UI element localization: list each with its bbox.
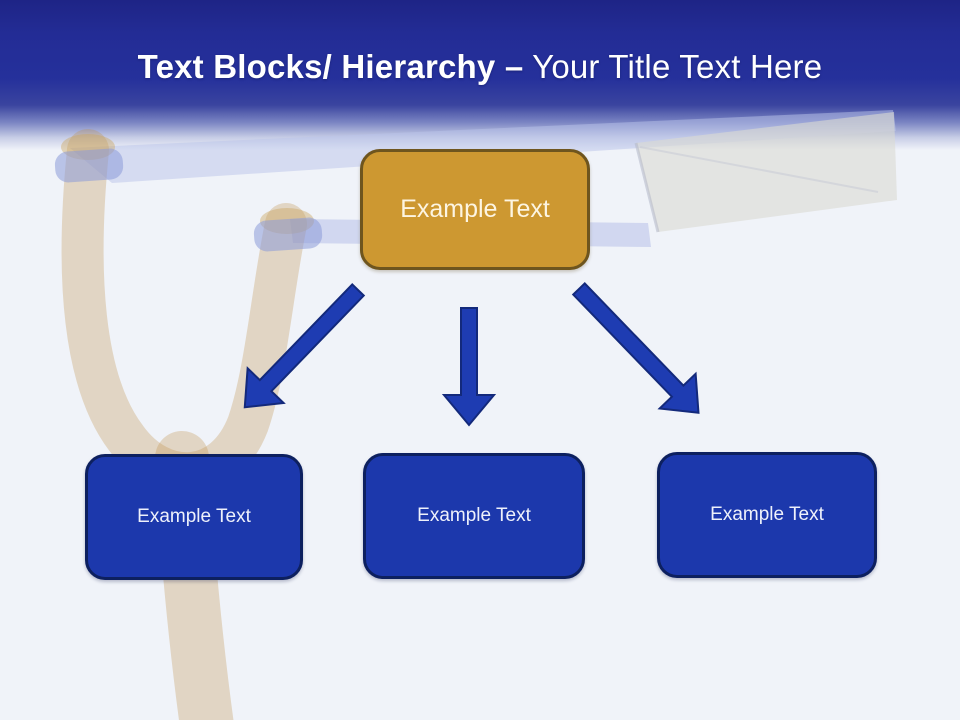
child-text-block-1[interactable]: Example Text — [85, 454, 303, 580]
child-text-block-2[interactable]: Example Text — [363, 453, 585, 579]
arrow-down-icon[interactable] — [441, 307, 497, 427]
slide-title: Text Blocks/ Hierarchy – Your Title Text… — [0, 48, 960, 86]
child-text-block-2-label: Example Text — [417, 505, 531, 526]
arrow-down-left-icon[interactable] — [227, 273, 376, 425]
child-text-block-3[interactable]: Example Text — [657, 452, 877, 578]
root-text-block-label: Example Text — [400, 195, 550, 223]
slide-title-regular-part: Your Title Text Here — [523, 48, 823, 85]
slide-title-bold-part: Text Blocks/ Hierarchy – — [137, 48, 524, 85]
child-text-block-1-label: Example Text — [137, 506, 251, 527]
arrow-down-right-icon[interactable] — [561, 272, 716, 430]
child-text-block-3-label: Example Text — [710, 504, 824, 525]
